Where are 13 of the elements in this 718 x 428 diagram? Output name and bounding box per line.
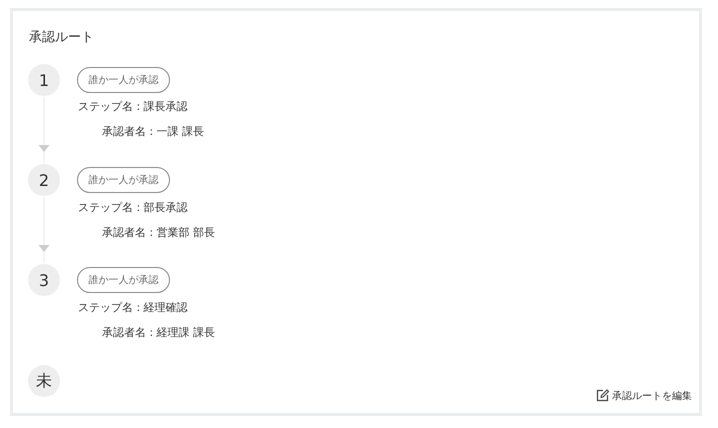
step-name-label: ステップ名 : 経理確認 <box>78 301 188 315</box>
down-arrow <box>38 196 50 264</box>
section-title: 承認ルート <box>29 30 94 46</box>
down-arrow <box>38 96 50 164</box>
approval-rule-tag: 誰か一人が承認 <box>77 67 170 93</box>
step-name-label: ステップ名 : 部長承認 <box>78 201 188 215</box>
edit-link: 承認ルートを編集 <box>596 388 692 403</box>
approver-name-label: 承認者名 : 営業部 部長 <box>102 226 216 240</box>
approval-rule-tag: 誰か一人が承認 <box>77 167 170 193</box>
approval-rule-tag: 誰か一人が承認 <box>77 267 170 293</box>
approver-name-label: 承認者名 : 一課 課長 <box>102 125 204 139</box>
approver-name-label: 承認者名 : 経理課 課長 <box>102 326 216 340</box>
step-name-label: ステップ名 : 課長承認 <box>78 100 188 114</box>
